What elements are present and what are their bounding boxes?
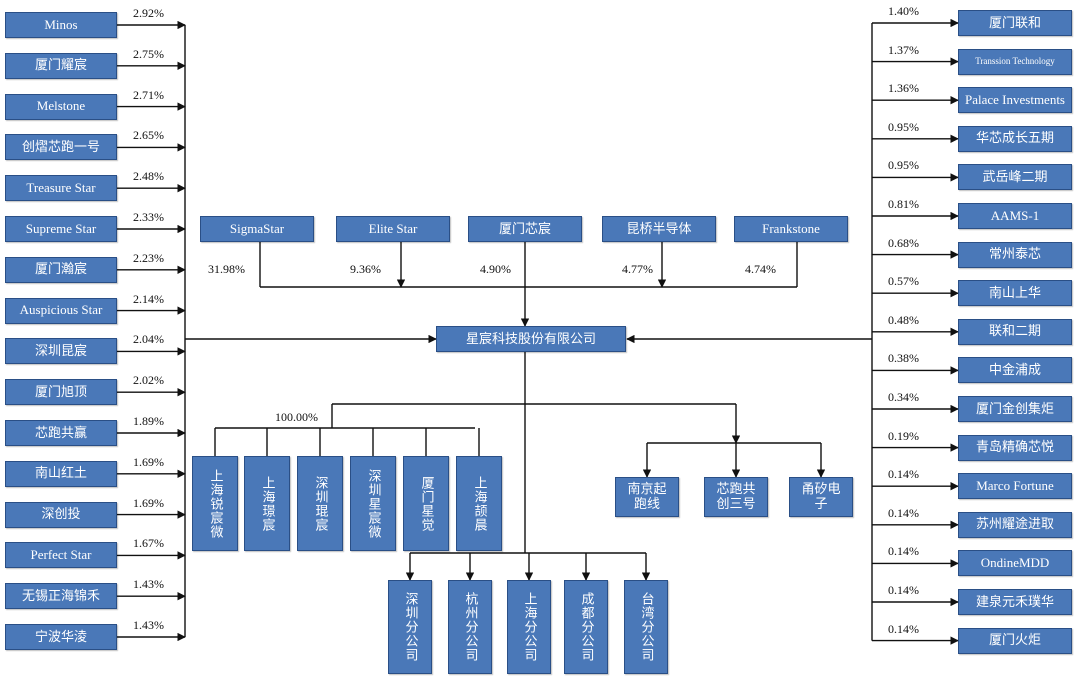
branch-box: 杭州分公司 (448, 580, 492, 674)
top-shareholder-pct: 4.74% (745, 262, 776, 276)
left-shareholder-box: Treasure Star (5, 175, 117, 202)
left-shareholder-box: Auspicious Star (5, 297, 117, 324)
right-shareholder-box: 厦门金创集炬 (958, 396, 1072, 422)
invested-box: 芯跑共创三号 (704, 477, 768, 517)
left-shareholder-pct: 2.33% (133, 210, 164, 224)
left-shareholder-pct: 2.75% (133, 46, 164, 61)
right-shareholder-box: 厦门火炬 (958, 627, 1072, 654)
right-shareholder-box: Transsion Technology (958, 48, 1072, 75)
branch-box: 上海分公司 (507, 580, 551, 674)
top-shareholder-box: SigmaStar (200, 216, 314, 242)
right-shareholder-pct: 1.40% (888, 4, 919, 18)
left-shareholder-box: Supreme Star (5, 216, 117, 242)
subsidiary-box: 深圳琨宸 (297, 456, 343, 551)
left-shareholder-box: Minos (5, 12, 117, 38)
top-shareholder-box: Frankstone (734, 216, 848, 242)
left-shareholder-box: 南山红土 (5, 460, 117, 487)
right-shareholder-box: 建泉元禾璞华 (958, 589, 1072, 615)
right-shareholder-pct: 0.14% (888, 621, 919, 636)
subsidiary-box: 上海锐宸微 (192, 456, 238, 551)
right-shareholder-box: Marco Fortune (958, 473, 1072, 500)
top-shareholder-pct: 31.98% (208, 262, 245, 276)
top-shareholder-pct: 4.90% (480, 262, 511, 276)
branch-box: 成都分公司 (564, 580, 608, 674)
left-shareholder-box: 厦门瀚宸 (5, 256, 117, 283)
right-shareholder-box: 华芯成长五期 (958, 125, 1072, 152)
left-shareholder-box: Melstone (5, 93, 117, 120)
right-shareholder-box: 厦门联和 (958, 10, 1072, 36)
invested-box: 甬矽电子 (789, 477, 853, 517)
left-shareholder-box: 厦门旭顶 (5, 379, 117, 406)
branch-box: 深圳分公司 (388, 580, 432, 674)
left-shareholder-box: Perfect Star (5, 542, 117, 569)
left-shareholder-pct: 1.89% (133, 414, 164, 428)
right-shareholder-pct: 1.37% (888, 42, 919, 57)
right-shareholder-pct: 0.38% (888, 351, 919, 366)
right-shareholder-pct: 0.14% (888, 467, 919, 482)
right-shareholder-pct: 0.14% (888, 544, 919, 559)
right-shareholder-pct: 0.81% (888, 197, 919, 211)
left-shareholder-box: 宁波华淩 (5, 624, 117, 650)
right-shareholder-box: OndineMDD (958, 550, 1072, 577)
left-shareholder-pct: 2.23% (133, 250, 164, 265)
top-shareholder-box: Elite Star (336, 216, 450, 242)
left-shareholder-pct: 2.04% (133, 332, 164, 347)
left-shareholder-pct: 2.14% (133, 291, 164, 306)
right-shareholder-box: AAMS-1 (958, 203, 1072, 229)
right-shareholder-pct: 0.14% (888, 583, 919, 597)
left-shareholder-pct: 2.48% (133, 169, 164, 184)
left-shareholder-pct: 1.69% (133, 495, 164, 510)
left-shareholder-pct: 2.71% (133, 87, 164, 102)
left-shareholder-box: 深创投 (5, 501, 117, 528)
right-shareholder-box: 南山上华 (958, 280, 1072, 307)
company-box: 星宸科技股份有限公司 (436, 326, 626, 352)
right-shareholder-box: 青岛精确芯悦 (958, 434, 1072, 461)
right-shareholder-box: 武岳峰二期 (958, 164, 1072, 191)
left-shareholder-pct: 1.67% (133, 536, 164, 551)
subsidiary-box: 深圳星宸微 (350, 456, 396, 551)
left-shareholder-box: 无锡正海锦禾 (5, 583, 117, 610)
subsidiary-pct: 100.00% (275, 410, 318, 424)
right-shareholder-pct: 1.36% (888, 81, 919, 96)
right-shareholder-box: Palace Investments (958, 87, 1072, 114)
subsidiary-box: 厦门星觉 (403, 456, 449, 551)
right-shareholder-box: 常州泰芯 (958, 241, 1072, 268)
branch-box: 台湾分公司 (624, 580, 668, 674)
left-shareholder-box: 芯跑共赢 (5, 420, 117, 446)
right-shareholder-pct: 0.68% (888, 235, 919, 250)
right-shareholder-pct: 0.34% (888, 390, 919, 404)
subsidiary-box: 上海颉晨 (456, 456, 502, 551)
right-shareholder-box: 中金浦成 (958, 357, 1072, 384)
right-shareholder-pct: 0.19% (888, 428, 919, 443)
top-shareholder-box: 昆桥半导体 (602, 216, 716, 242)
top-shareholder-pct: 9.36% (350, 262, 381, 276)
subsidiary-box: 上海璟宸 (244, 456, 290, 551)
right-shareholder-box: 苏州耀途进取 (958, 511, 1072, 538)
left-shareholder-pct: 1.43% (133, 618, 164, 632)
right-shareholder-box: 联和二期 (958, 318, 1072, 345)
right-shareholder-pct: 0.14% (888, 505, 919, 520)
left-shareholder-box: 厦门耀宸 (5, 52, 117, 79)
right-shareholder-pct: 0.48% (888, 312, 919, 327)
top-shareholder-box: 厦门芯宸 (468, 216, 582, 242)
left-shareholder-box: 深圳昆宸 (5, 338, 117, 365)
left-shareholder-pct: 2.02% (133, 373, 164, 388)
right-shareholder-pct: 0.57% (888, 274, 919, 289)
left-shareholder-pct: 2.65% (133, 128, 164, 143)
left-shareholder-pct: 1.43% (133, 577, 164, 592)
left-shareholder-pct: 2.92% (133, 6, 164, 20)
right-shareholder-pct: 0.95% (888, 119, 919, 134)
left-shareholder-box: 创熠芯跑一号 (5, 134, 117, 161)
top-shareholder-pct: 4.77% (622, 262, 653, 276)
left-shareholder-pct: 1.69% (133, 454, 164, 469)
invested-box: 南京起跑线 (615, 477, 679, 517)
right-shareholder-pct: 0.95% (888, 158, 919, 173)
